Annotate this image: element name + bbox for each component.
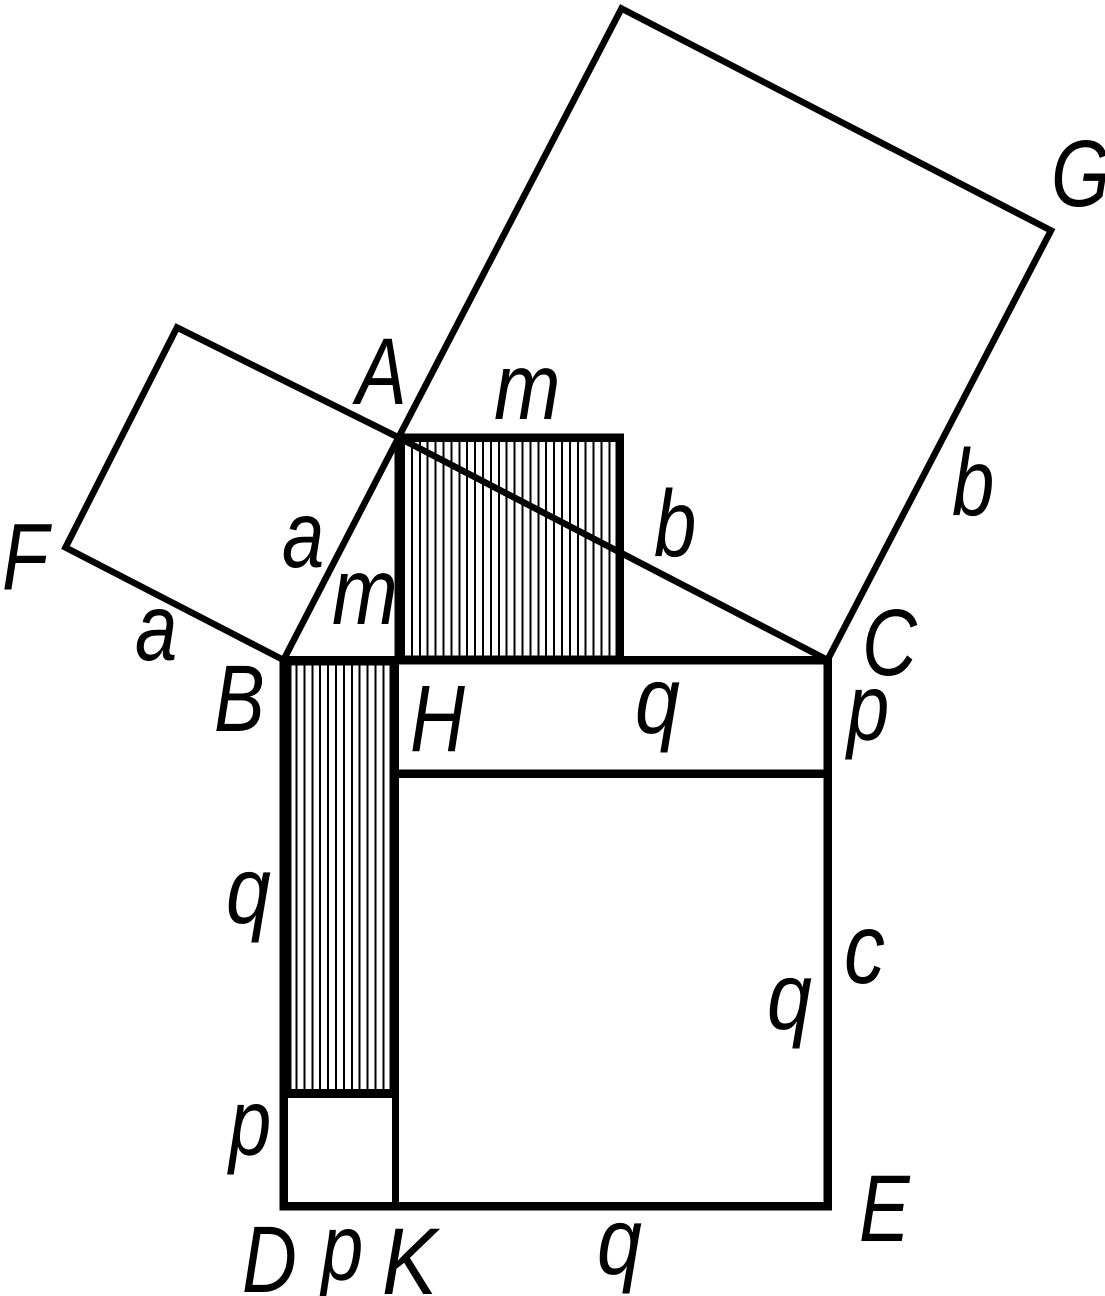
svg-text:q: q	[226, 837, 271, 944]
svg-text:q: q	[635, 647, 680, 754]
svg-text:D: D	[242, 1207, 297, 1296]
svg-text:H: H	[410, 666, 466, 772]
svg-text:a: a	[135, 575, 177, 681]
svg-text:A: A	[352, 319, 407, 425]
svg-text:p: p	[226, 1070, 271, 1176]
svg-text:E: E	[859, 1156, 911, 1262]
svg-text:m: m	[332, 539, 398, 645]
svg-text:m: m	[494, 333, 560, 439]
svg-text:B: B	[214, 646, 265, 752]
svg-text:b: b	[952, 430, 994, 536]
svg-text:b: b	[654, 471, 696, 577]
svg-text:c: c	[844, 893, 885, 1005]
svg-text:q: q	[767, 943, 812, 1050]
svg-text:G: G	[1051, 121, 1105, 227]
svg-text:F: F	[2, 504, 52, 610]
svg-text:p: p	[844, 655, 889, 761]
svg-text:a: a	[282, 482, 324, 588]
svg-text:q: q	[597, 1188, 642, 1295]
svg-text:p: p	[318, 1195, 363, 1296]
svg-text:C: C	[862, 590, 918, 696]
svg-text:K: K	[382, 1208, 440, 1296]
